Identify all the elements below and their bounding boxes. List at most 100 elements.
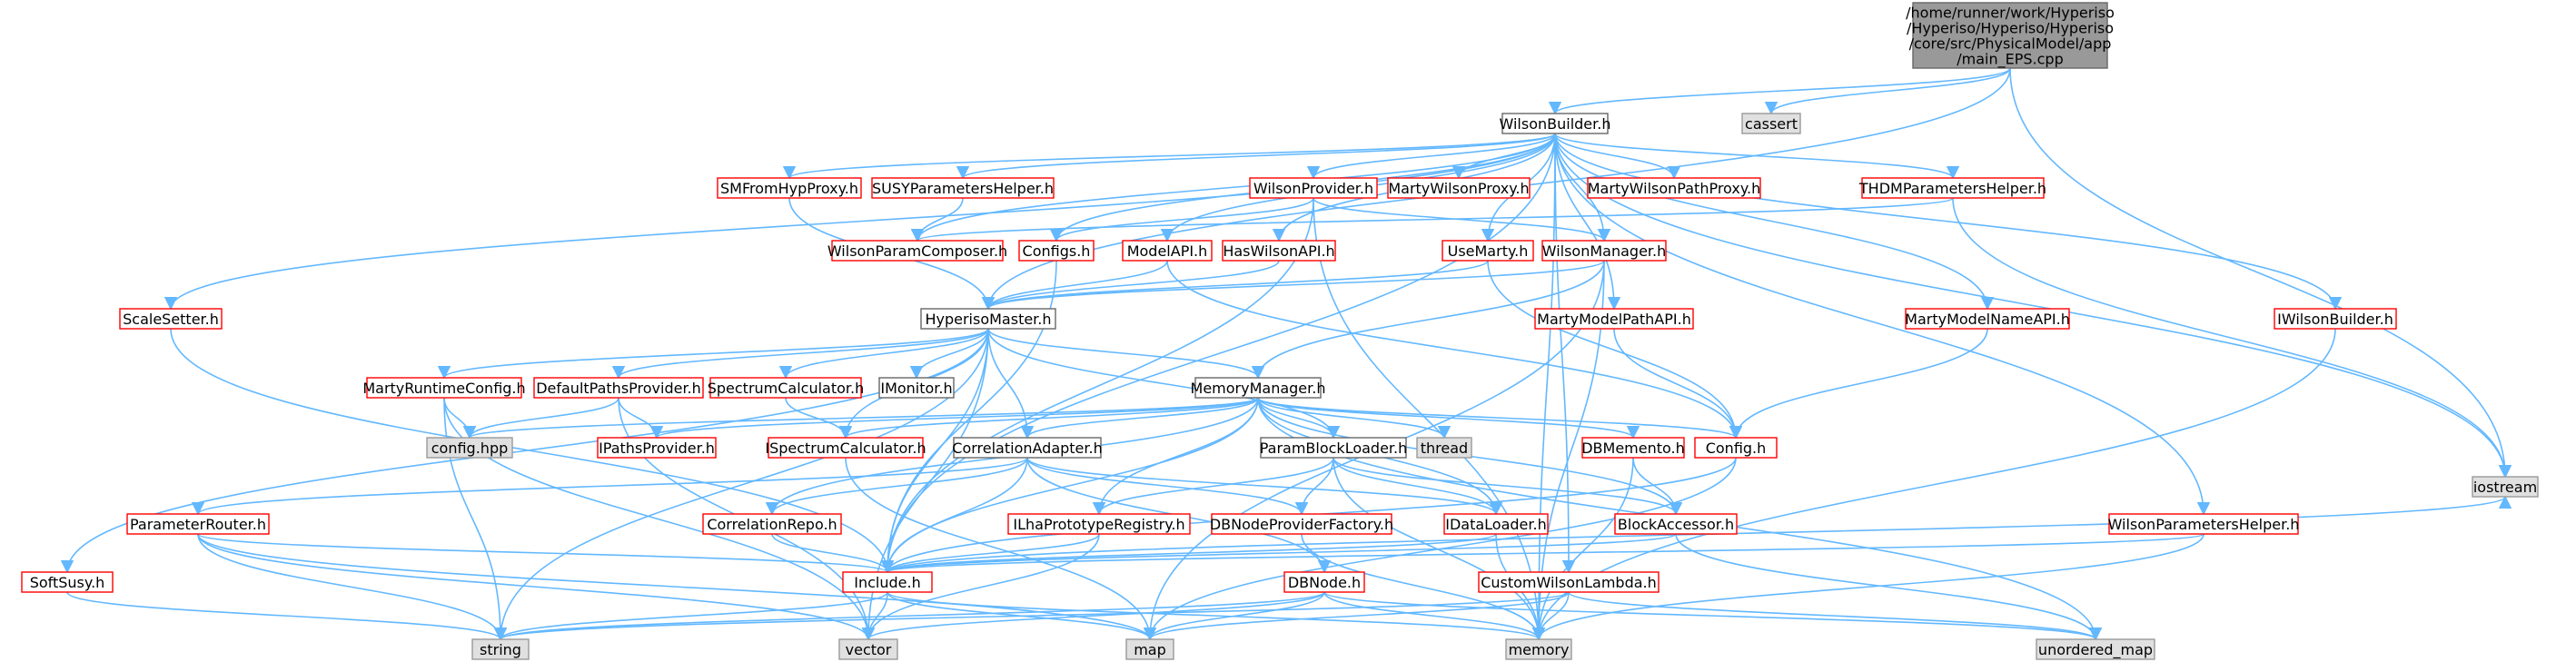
edge-CorrelationAdapter-to-IDataLoader xyxy=(1026,457,1502,516)
node-label: CorrelationRepo.h xyxy=(707,516,837,533)
edge-CustomWilsonLambda-to-map xyxy=(1144,591,1570,641)
node-ParameterRouter[interactable]: ParameterRouter.h xyxy=(126,513,270,535)
node-WilsonManager[interactable]: WilsonManager.h xyxy=(1541,240,1667,262)
node-box xyxy=(1534,308,1694,330)
node-label: DefaultPathsProvider.h xyxy=(536,380,701,397)
node-IPathsProvider[interactable]: IPathsProvider.h xyxy=(597,437,717,459)
node-MartyWilsonPathProxy[interactable]: MartyWilsonPathProxy.h xyxy=(1587,177,1761,199)
node-cassert[interactable]: cassert xyxy=(1741,113,1801,134)
edge-CorrelationAdapter-to-ParameterRouter xyxy=(192,457,1028,516)
node-CorrelationAdapter[interactable]: CorrelationAdapter.h xyxy=(952,437,1103,459)
node-box xyxy=(1249,177,1378,199)
node-IMonitor[interactable]: IMonitor.h xyxy=(878,377,955,399)
node-label: /home/runner/work/Hyperiso/Hyperiso/Hype… xyxy=(1906,4,2115,68)
node-box xyxy=(1007,513,1191,535)
node-CorrelationRepo[interactable]: CorrelationRepo.h xyxy=(702,513,842,535)
edge-ModelAPI-to-ConfigH xyxy=(1166,260,1743,440)
node-SMFromHypProxy[interactable]: SMFromHypProxy.h xyxy=(717,177,862,199)
node-box xyxy=(838,638,898,660)
node-DBMemento[interactable]: DBMemento.h xyxy=(1581,437,1685,459)
node-ScaleSetter[interactable]: ScaleSetter.h xyxy=(119,308,223,330)
edge-CorrelationAdapter-to-DBNodeProviderFactory xyxy=(1026,457,1309,516)
node-DBNodeProviderFactory[interactable]: DBNodeProviderFactory.h xyxy=(1210,513,1393,535)
node-WilsonParametersHelper[interactable]: WilsonParametersHelper.h xyxy=(2108,513,2300,535)
edge-MemoryManager-to-CorrelationAdapter xyxy=(1020,397,1259,440)
edge-HyperisoMaster-to-ParamBlockLoader xyxy=(987,328,1341,440)
node-box xyxy=(21,571,114,593)
node-label: MartyRuntimeConfig.h xyxy=(362,380,525,397)
node-label: cassert xyxy=(1745,115,1798,133)
edge-HyperisoMaster-to-vector xyxy=(861,328,989,641)
node-box xyxy=(871,177,1055,199)
node-DefaultPathsProvider[interactable]: DefaultPathsProvider.h xyxy=(533,377,704,399)
node-box xyxy=(1442,240,1534,262)
node-SUSYParametersHelper[interactable]: SUSYParametersHelper.h xyxy=(871,177,1055,199)
edge-ParameterRouter-to-Include xyxy=(197,533,894,574)
node-SoftSusy[interactable]: SoftSusy.h xyxy=(21,571,114,593)
node-iostream[interactable]: iostream xyxy=(2472,476,2539,498)
edge-ParameterRouter-to-string xyxy=(197,533,508,641)
node-HasWilsonAPI[interactable]: HasWilsonAPI.h xyxy=(1222,240,1336,262)
node-label: IWilsonBuilder.h xyxy=(2277,311,2393,328)
node-SpectrumCalculator[interactable]: SpectrumCalculator.h xyxy=(708,377,865,399)
edge-ParamBlockLoader-to-DBNodeProviderFactory xyxy=(1294,457,1334,516)
node-confighpp[interactable]: config.hpp xyxy=(426,437,513,459)
node-box xyxy=(717,177,862,199)
edge-WilsonProvider-to-Include xyxy=(880,197,1314,574)
node-Include[interactable]: Include.h xyxy=(842,571,933,593)
node-memory[interactable]: memory xyxy=(1505,638,1572,660)
node-box xyxy=(1211,513,1392,535)
node-box xyxy=(842,571,933,593)
node-ConfigH[interactable]: Config.h xyxy=(1694,437,1778,459)
node-box xyxy=(1260,437,1407,459)
edge-CustomWilsonLambda-to-unordered_map xyxy=(1568,591,2102,641)
node-ILhaPrototypeRegistry[interactable]: ILhaPrototypeRegistry.h xyxy=(1007,513,1191,535)
node-ParamBlockLoader[interactable]: ParamBlockLoader.h xyxy=(1260,437,1408,459)
node-IWilsonBuilder[interactable]: IWilsonBuilder.h xyxy=(2274,308,2397,330)
edge-DBNode-to-string xyxy=(494,591,1325,641)
node-box xyxy=(1905,308,2070,330)
edge-MartyModelPathAPI-to-ConfigH xyxy=(1613,328,1743,440)
node-MartyRuntimeConfig[interactable]: MartyRuntimeConfig.h xyxy=(362,377,526,399)
node-Configs[interactable]: Configs.h xyxy=(1018,240,1095,262)
node-box xyxy=(1587,177,1761,199)
node-IDataLoader[interactable]: IDataLoader.h xyxy=(1443,513,1549,535)
node-MartyModelPathAPI[interactable]: MartyModelPathAPI.h xyxy=(1534,308,1694,330)
node-main[interactable]: /home/runner/work/Hyperiso/Hyperiso/Hype… xyxy=(1906,2,2115,69)
node-box xyxy=(1912,2,2108,69)
node-unordered_map[interactable]: unordered_map xyxy=(2036,638,2155,660)
node-MartyModelNameAPI[interactable]: MartyModelNameAPI.h xyxy=(1905,308,2070,330)
node-box xyxy=(597,437,717,459)
node-THDMParametersHelper[interactable]: THDMParametersHelper.h xyxy=(1858,177,2046,199)
node-BlockAccessor[interactable]: BlockAccessor.h xyxy=(1614,513,1738,535)
node-string[interactable]: string xyxy=(471,638,530,660)
node-ModelAPI[interactable]: ModelAPI.h xyxy=(1122,240,1213,262)
node-label: ParameterRouter.h xyxy=(130,516,266,533)
node-thread[interactable]: thread xyxy=(1416,437,1472,459)
node-WilsonProvider[interactable]: WilsonProvider.h xyxy=(1249,177,1378,199)
node-box xyxy=(768,437,924,459)
node-WilsonParamComposer[interactable]: WilsonParamComposer.h xyxy=(827,240,1007,262)
edge-MemoryManager-to-IPathsProvider xyxy=(650,397,1259,440)
node-label: IMonitor.h xyxy=(880,380,952,397)
node-WilsonBuilder[interactable]: WilsonBuilder.h xyxy=(1500,113,1611,134)
edges-layer xyxy=(60,67,2512,641)
edge-ILhaPrototypeRegistry-to-Include xyxy=(880,533,1100,574)
node-box xyxy=(426,437,513,459)
node-UseMarty[interactable]: UseMarty.h xyxy=(1442,240,1534,262)
node-vector[interactable]: vector xyxy=(838,638,898,660)
node-ISpectrumCalculator[interactable]: ISpectrumCalculator.h xyxy=(765,437,926,459)
edge-HyperisoMaster-to-IMonitor xyxy=(909,328,989,380)
edge-Include-to-memory xyxy=(887,591,1545,641)
node-MartyWilsonProxy[interactable]: MartyWilsonProxy.h xyxy=(1387,177,1531,199)
node-box xyxy=(2108,513,2299,535)
edge-MartyModelNameAPI-to-ConfigH xyxy=(1729,328,1988,440)
node-MemoryManager[interactable]: MemoryManager.h xyxy=(1191,377,1326,399)
node-box xyxy=(831,240,1004,262)
node-DBNode[interactable]: DBNode.h xyxy=(1283,571,1365,593)
node-HyperisoMaster[interactable]: HyperisoMaster.h xyxy=(920,308,1056,330)
node-CustomWilsonLambda[interactable]: CustomWilsonLambda.h xyxy=(1478,571,1660,593)
edge-BlockAccessor-to-unordered_map xyxy=(1675,533,2103,641)
node-map[interactable]: map xyxy=(1125,638,1174,660)
